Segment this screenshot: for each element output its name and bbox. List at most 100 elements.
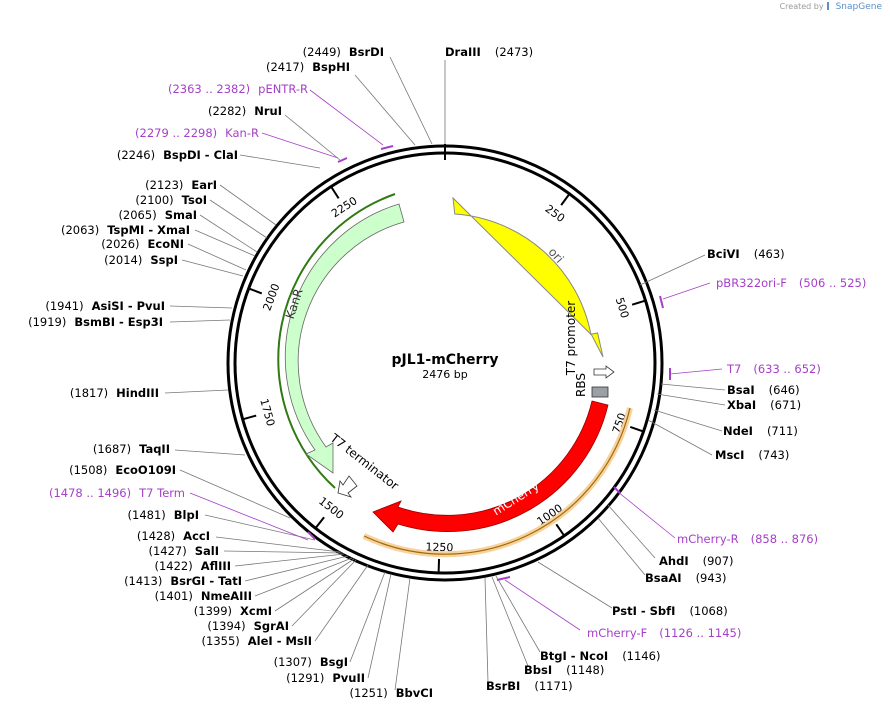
leader-nmeaiii <box>254 557 353 597</box>
primer-mark-mcherry-r <box>613 486 621 494</box>
leader-afliii <box>234 553 345 567</box>
tick-label-1500: 1500 <box>316 494 346 522</box>
t7-promoter-arrow-icon <box>593 365 615 379</box>
leader-xcmi <box>274 558 355 612</box>
enzyme-pvuii: (1291)PvuII <box>286 671 365 685</box>
leader-btgi <box>495 575 541 653</box>
enzyme-afliii: (1422)AflIII <box>154 559 231 573</box>
leader-alei <box>314 564 369 642</box>
primer-labels: (2363 .. 2382)pENTR-R (2279 .. 2298)Kan-… <box>49 82 866 640</box>
primer-mcherry-r: mCherry-R(858 .. 876) <box>677 532 818 546</box>
leader-tspmi <box>194 229 256 257</box>
leader-bsrgi <box>244 555 349 582</box>
leader-eari <box>219 184 277 226</box>
leader-bsrbi <box>484 577 489 683</box>
enzyme-bsaai: BsaAI(943) <box>645 571 727 585</box>
enzyme-asisi-pvui: (1941)AsiSI - PvuI <box>45 299 165 313</box>
feature-mcherry: mCherry <box>362 400 633 558</box>
leader-xbai <box>656 393 726 406</box>
enzyme-bsphi: (2417)BspHI <box>266 60 350 74</box>
leader-bsphi <box>354 74 416 146</box>
tick-1500 <box>314 516 325 529</box>
leader-bspdi <box>239 154 321 169</box>
primer-leader-t7-term <box>189 492 309 541</box>
leader-nrui <box>284 114 341 161</box>
enzyme-acci: (1428)AccI <box>137 529 210 543</box>
primer-kan-r: (2279 .. 2298)Kan-R <box>135 126 259 140</box>
enzyme-ecoo109i: (1508)EcoO109I <box>69 463 176 477</box>
leader-ecoo109i <box>179 469 291 519</box>
tick-label-2000: 2000 <box>260 282 282 313</box>
enzyme-ahdi: AhdI(907) <box>659 554 734 568</box>
leader-acci <box>215 536 341 553</box>
enzyme-bcivi: BciVI(463) <box>707 247 785 261</box>
primer-mark-t7-term <box>307 531 316 540</box>
leader-ndei <box>653 409 723 432</box>
rbs-box <box>591 386 609 398</box>
enzyme-psti-sbfi: PstI - SbfI(1068) <box>612 604 728 618</box>
leader-asisi <box>169 305 233 309</box>
leader-bbvci <box>394 577 411 691</box>
enzyme-sspi: (2014)SspI <box>104 253 178 267</box>
enzyme-bsrbi: BsrBI(1171) <box>486 679 573 693</box>
enzyme-bsmbi-esp3i: (1919)BsmBI - Esp3I <box>28 315 163 329</box>
kanr-outline <box>277 193 396 489</box>
plasmid-length: 2476 bp <box>422 368 467 381</box>
tick-1000 <box>555 523 566 537</box>
feature-rbs: RBS <box>574 373 609 398</box>
tick-250 <box>560 193 571 206</box>
enzyme-sgrai: (1394)SgrAI <box>207 619 289 633</box>
enzyme-taqii: (1687)TaqII <box>93 442 170 456</box>
leader-bsgi <box>349 571 386 663</box>
primer-marks <box>189 89 723 631</box>
enzyme-bbsi: BbsI(1148) <box>524 663 604 677</box>
enzyme-alei-msli: (1355)AleI - MslI <box>202 634 312 648</box>
primer-pentr-r: (2363 .. 2382)pENTR-R <box>168 82 308 96</box>
leader-bcivi <box>639 254 706 286</box>
t7-terminator-arrow-icon <box>337 475 358 498</box>
leader-hindiii <box>164 389 229 394</box>
enzyme-blpi: (1481)BlpI <box>128 508 199 522</box>
leader-bsaai <box>597 517 646 576</box>
primer-mark-kan-r <box>337 157 348 163</box>
tick-label-2250: 2250 <box>329 194 360 220</box>
leader-sspi <box>181 259 244 277</box>
snapgene-logo-icon <box>826 2 835 10</box>
leader-lines <box>164 56 726 691</box>
primer-leader-kan-r <box>261 132 339 159</box>
enzyme-tsoi: (2100)TsoI <box>135 193 207 207</box>
enzyme-bsai: BsaI(646) <box>727 383 800 397</box>
tick-1750 <box>242 414 257 421</box>
primer-mark-pentr-r <box>380 145 394 150</box>
primer-t7-term: (1478 .. 1496)T7 Term <box>49 486 185 500</box>
tick-750 <box>629 426 644 433</box>
feature-t7-promoter: T7 promoter <box>564 301 615 379</box>
leader-msci <box>647 419 713 456</box>
feature-t7-terminator: T7 terminator <box>327 430 401 498</box>
enzyme-btgi-ncoi: BtgI - NcoI(1146) <box>540 649 660 663</box>
enzyme-econi: (2026)EcoNI <box>101 237 184 251</box>
plasmid-name: pJL1-mCherry <box>392 352 499 368</box>
mcherry-outline-inner <box>363 407 631 555</box>
leader-sgrai <box>291 559 357 627</box>
primer-leader-pbr322ori-f <box>662 282 711 300</box>
enzyme-bsrgi-tati: (1413)BsrGI - TatI <box>124 574 242 588</box>
primer-mcherry-f: mCherry-F(1126 .. 1145) <box>587 626 741 640</box>
enzyme-xcmi: (1399)XcmI <box>194 604 272 618</box>
tick-label-500: 500 <box>613 296 632 320</box>
enzyme-bsgi: (1307)BsgI <box>274 655 348 669</box>
t7-promoter-label: T7 promoter <box>564 301 578 377</box>
primer-leader-pentr-r <box>309 89 384 146</box>
leader-sali <box>223 550 343 554</box>
tick-500 <box>631 299 646 306</box>
tick-2000 <box>248 287 263 295</box>
enzyme-nrui: (2282)NruI <box>208 104 282 118</box>
feature-ori: ori <box>452 196 604 358</box>
leader-pstI <box>537 561 613 609</box>
primer-mark-mcherry-f <box>496 576 511 581</box>
primer-leader-mcherry-r <box>617 491 676 539</box>
credit-prefix: Created by <box>779 2 824 11</box>
enzyme-sali: (1427)SalI <box>148 544 219 558</box>
